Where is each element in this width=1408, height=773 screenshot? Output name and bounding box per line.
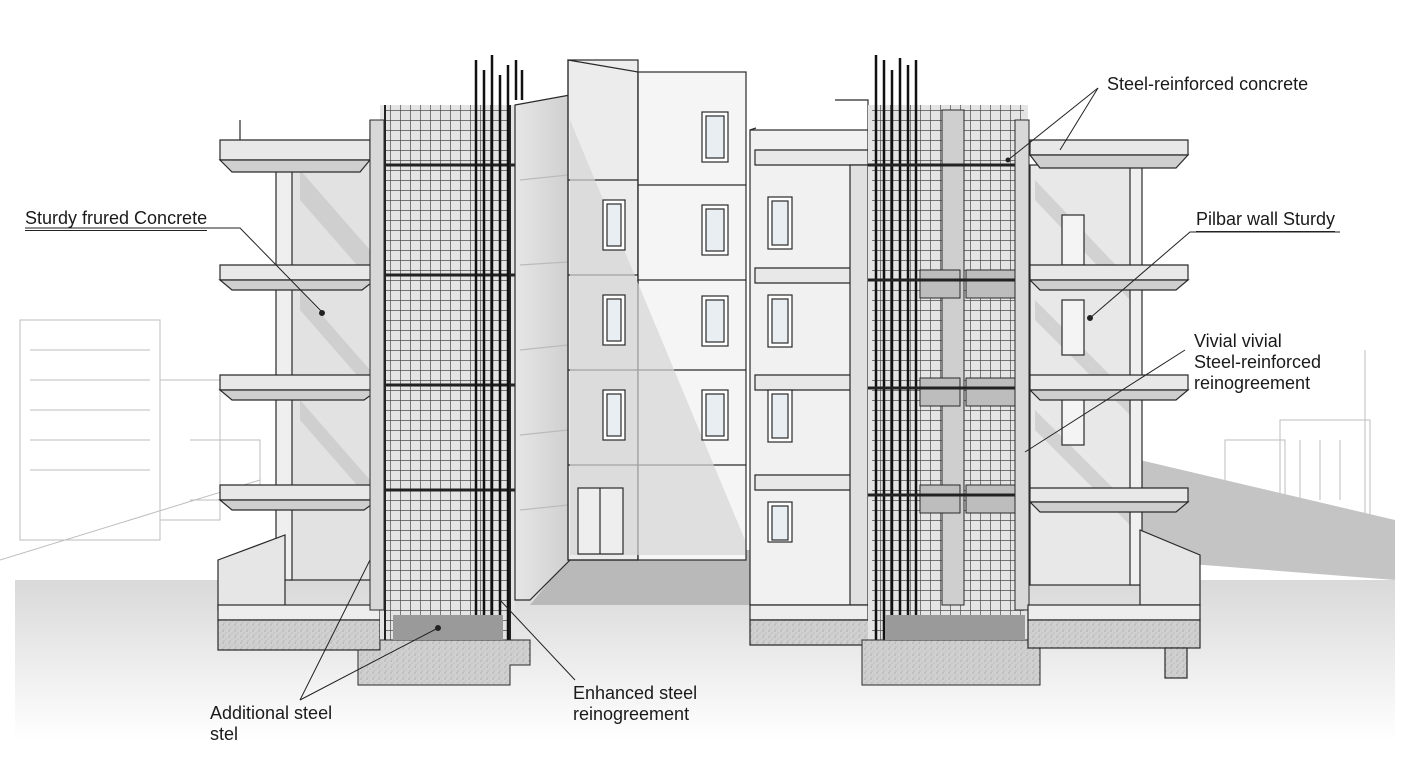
leader-steel-concrete-a [1007, 87, 1099, 161]
label-vivial-line2: Steel-reinforced [1194, 352, 1322, 372]
leader-sturdy-concrete [25, 227, 323, 313]
label-additional-line1: Additional steel [210, 703, 333, 723]
leader-enhanced [499, 599, 576, 681]
slab-floor3-left [219, 264, 376, 281]
shear-wall-left [514, 94, 571, 601]
rebar-cage-right [861, 55, 1041, 686]
leader-vivial [1024, 349, 1186, 453]
label-enhanced-line1: Enhanced steel [573, 683, 698, 703]
label-steel-reinforced-concrete: Steel-reinforced concrete [1107, 74, 1309, 94]
leader-pilbar-wall [1089, 231, 1340, 319]
leader-additional-b [299, 627, 439, 701]
label-enhanced-line2: reinogreement [573, 704, 690, 724]
leader-additional-a [299, 559, 371, 701]
tower-windows [602, 111, 729, 441]
leader-steel-concrete-b [1059, 87, 1099, 151]
slab-floor2-left [219, 374, 379, 391]
label-pilbar-wall: Pilbar wall Sturdy [1196, 208, 1336, 232]
label-additional-line2: stel [210, 724, 239, 744]
rebar-cage-left [357, 55, 531, 686]
right-middle-block [749, 99, 881, 646]
slab-floor1-left [219, 484, 379, 501]
leader-lines [25, 87, 1340, 701]
plaza-floor [530, 550, 760, 605]
left-wing [217, 120, 381, 681]
label-vivial-line1: Vivial vivial [1194, 331, 1282, 351]
background-buildings-left [0, 319, 261, 561]
central-tower [567, 59, 747, 561]
label-sturdy-concrete: Sturdy frured Concrete [25, 207, 208, 231]
label-vivial-line3: reinogreement [1194, 373, 1311, 393]
right-wing [1027, 139, 1201, 679]
slab-roof-left [219, 139, 371, 161]
street-shadow [1140, 460, 1395, 580]
